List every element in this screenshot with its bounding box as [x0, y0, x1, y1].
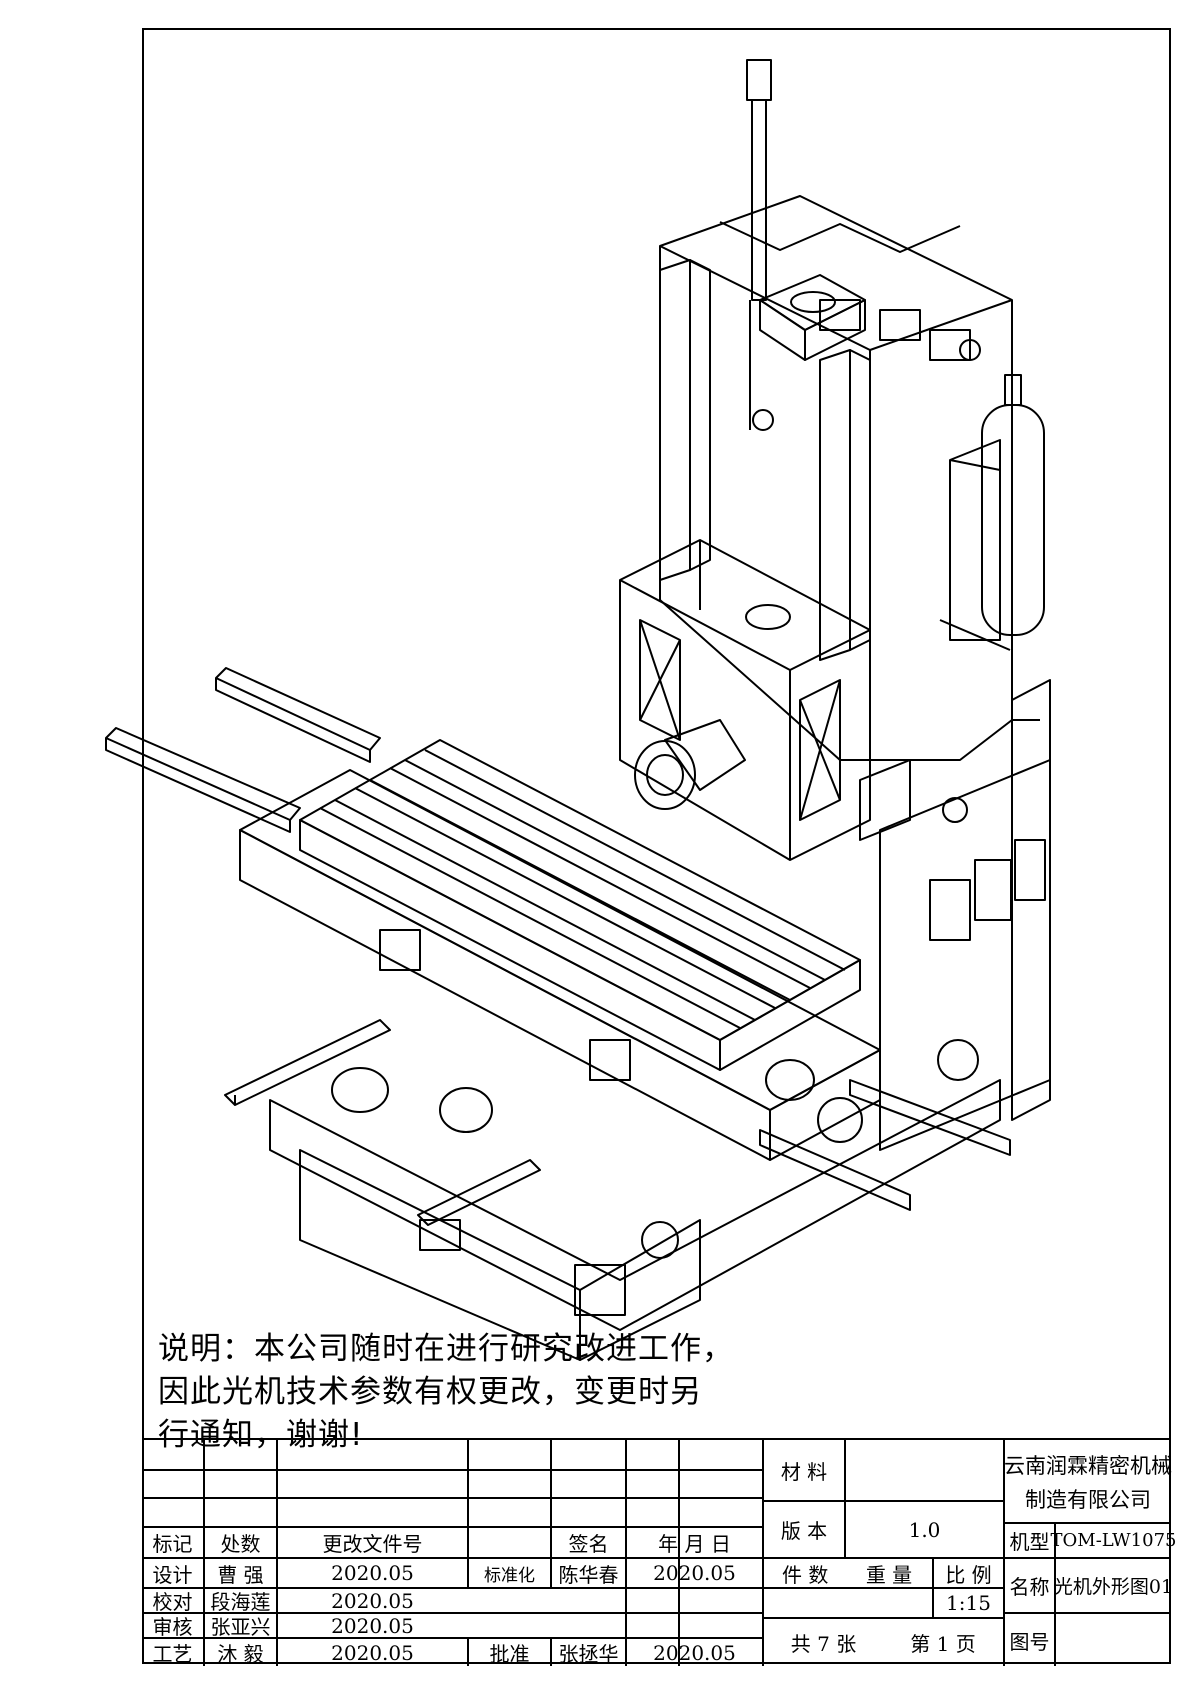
- standardization-date: 2020.05: [653, 1561, 736, 1585]
- counterbalance-cylinder: [939, 374, 1045, 651]
- scale-label: 比 例: [945, 1562, 992, 1587]
- version-label: 版 本: [780, 1519, 828, 1543]
- design-date: 2020.05: [331, 1561, 414, 1585]
- header-count: 处数: [220, 1532, 261, 1556]
- designer-name: 曹 强: [217, 1562, 264, 1587]
- company-name-line-2: 制造有限公司: [1025, 1488, 1151, 1512]
- sheet-count: 共 7 张: [790, 1632, 857, 1656]
- title-block: 标记 处数 更改文件号 签名 年 月 日 设计 曹 强 2020.05 标准化 …: [142, 1438, 1177, 1666]
- machine-bed: [269, 1059, 1001, 1361]
- note-line-3: 行通知，谢谢!: [158, 1417, 364, 1453]
- name-label: 名称: [1009, 1575, 1050, 1599]
- drawing-number-label: 图号: [1009, 1629, 1050, 1654]
- header-change-doc: 更改文件号: [322, 1532, 423, 1556]
- material-label: 材 料: [780, 1459, 828, 1484]
- proofread-date: 2020.05: [331, 1588, 414, 1613]
- standardization-name: 陈华春: [558, 1562, 619, 1587]
- saddle: [239, 769, 881, 1161]
- weight-label: 重 量: [865, 1562, 913, 1587]
- z-axis-rails: [659, 59, 871, 661]
- way-covers: [105, 667, 1011, 1226]
- approve-date: 2020.05: [653, 1640, 736, 1665]
- note-line-2: 因此光机技术参数有权更改，变更时另: [158, 1374, 702, 1410]
- reviewer-name: 张亚兴: [210, 1615, 271, 1639]
- header-signature: 签名: [568, 1532, 609, 1556]
- drawing-number-value: [1056, 1614, 1171, 1666]
- name-value: 光机外形图01: [1053, 1576, 1174, 1598]
- explanation-note: 说明：本公司随时在进行研究改进工作， 因此光机技术参数有权更改，变更时另 行通知…: [158, 1328, 798, 1457]
- review-date: 2020.05: [331, 1613, 414, 1638]
- spindle-head: [619, 274, 911, 861]
- model-value: TOM-LW1075: [1050, 1530, 1177, 1551]
- column-drawing: [659, 195, 1051, 1151]
- drawing-frame: [142, 28, 1171, 1664]
- model-label: 机型: [1009, 1530, 1050, 1554]
- header-date: 年 月 日: [658, 1532, 731, 1556]
- note-line-1: 说明：本公司随时在进行研究改进工作，: [158, 1331, 734, 1367]
- header-mark: 标记: [152, 1532, 193, 1556]
- process-name: 沐 毅: [217, 1642, 264, 1666]
- page-number: 第 1 页: [910, 1632, 976, 1656]
- role-approve: 批准: [489, 1642, 530, 1666]
- material-value: [846, 1440, 1003, 1500]
- role-standardization: 标准化: [484, 1565, 535, 1586]
- scale-value: 1:15: [946, 1591, 991, 1615]
- process-date: 2020.05: [331, 1640, 414, 1665]
- company-name-line-1: 云南润霖精密机械: [1004, 1454, 1172, 1478]
- pieces-label: 件 数: [782, 1562, 829, 1587]
- proofreader-name: 段海莲: [210, 1590, 271, 1614]
- version-value: 1.0: [908, 1517, 941, 1542]
- role-proofread: 校对: [152, 1590, 193, 1614]
- role-review: 审核: [152, 1615, 193, 1639]
- role-design: 设计: [152, 1562, 193, 1587]
- role-process: 工艺: [152, 1642, 193, 1666]
- approver-name: 张拯华: [558, 1642, 619, 1666]
